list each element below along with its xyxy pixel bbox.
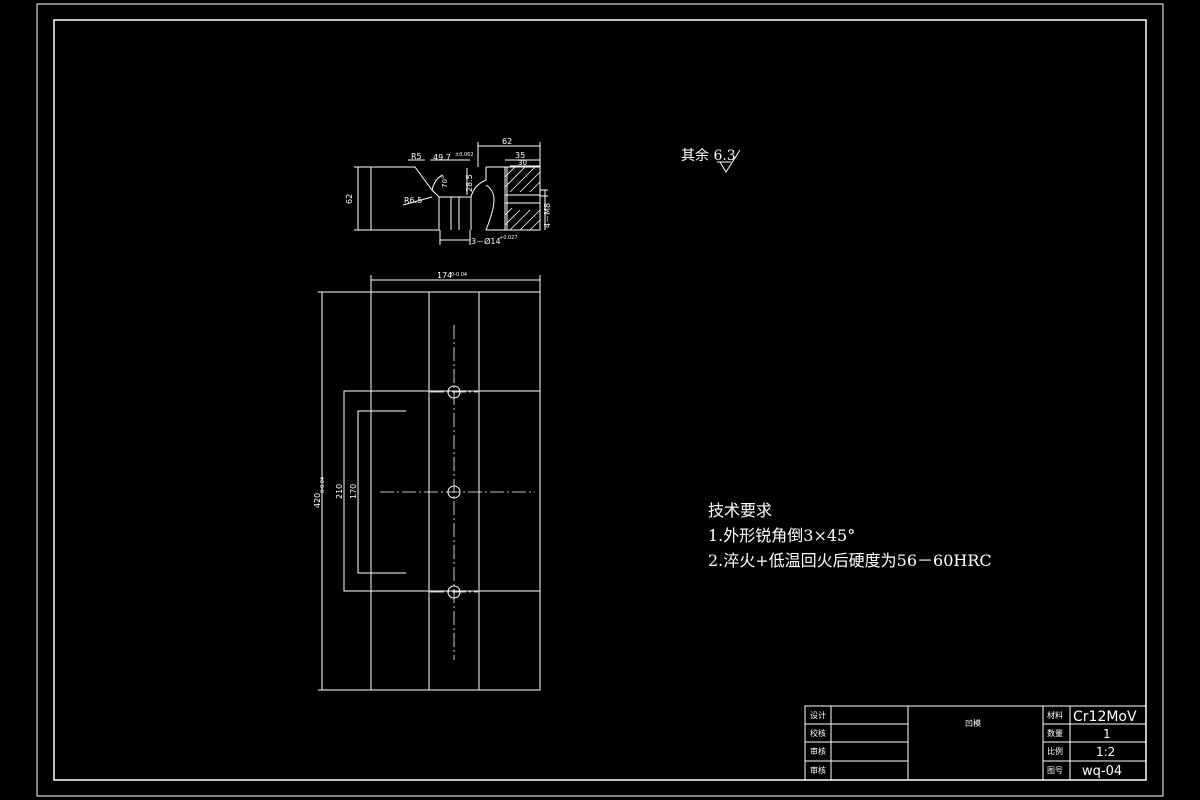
dim-height-tol: 0-0.04 (320, 477, 326, 493)
section-view-dimension-texts: R5 49.7 ±0.062 R6.5 62 62 35 30 28.5 70°… (345, 137, 552, 246)
tb-label-quantity: 数量 (1047, 728, 1063, 738)
tb-label-material: 材料 (1047, 710, 1063, 720)
surface-roughness-note: 其余 6.3 (681, 145, 736, 165)
roughness-symbol (717, 149, 741, 173)
dim-h62: 62 (345, 194, 354, 204)
plan-view-dimension-texts: 174 0-0.04 420 0-0.04 210 170 (313, 271, 467, 508)
dim-r5: R5 (411, 152, 422, 161)
title-block-texts: 设计 校核 审核 审核 凹模 材料 数量 比例 图号 Cr12MoV 1 1:2… (810, 709, 1137, 779)
dim-width: 174 (437, 271, 452, 280)
tb-label-scale: 比例 (1047, 746, 1063, 756)
dim-49-7: 49.7 (433, 153, 451, 162)
dim-28-5: 28.5 (465, 174, 474, 192)
tech-item-2: 2.淬火+低温回火后硬度为56－60HRC (708, 551, 992, 570)
dim-w30: 30 (518, 159, 527, 167)
technical-requirements: 技术要求 1.外形锐角倒3×45° 2.淬火+低温回火后硬度为56－60HRC (708, 498, 992, 573)
dim-holes: 3－Ø14 (471, 236, 501, 246)
dim-r6-5: R6.5 (404, 196, 422, 205)
tb-label-drawing-no: 图号 (1047, 766, 1063, 775)
tb-value-drawing-no: wq-04 (1082, 764, 1122, 779)
tb-label-review: 审核 (810, 746, 826, 756)
title-block (804, 705, 1147, 781)
dim-70-angle: 70° (441, 176, 449, 188)
dim-210: 210 (335, 484, 344, 499)
dim-thread: 4－M8 (543, 203, 552, 228)
dim-49-7-tol: ±0.062 (455, 152, 474, 158)
roughness-label: 其余 (681, 148, 709, 164)
sheet-border (36, 3, 1164, 797)
tb-value-scale: 1:2 (1096, 745, 1115, 759)
tb-label-approve: 审核 (810, 765, 826, 775)
drawing-frame (53, 19, 1147, 781)
dim-height: 420 (313, 493, 322, 508)
tb-label-check: 校核 (810, 728, 826, 738)
section-view (354, 142, 548, 245)
dim-holes-tol: +0.027 (499, 235, 518, 241)
tb-label-design: 设计 (810, 710, 826, 720)
tb-value-quantity: 1 (1103, 727, 1111, 741)
plan-view (318, 275, 541, 691)
dim-170: 170 (349, 484, 358, 499)
tb-part-name: 凹模 (965, 718, 981, 728)
tech-item-1: 1.外形锐角倒3×45° (708, 526, 856, 545)
dim-width-tol: 0-0.04 (451, 272, 467, 278)
tb-value-material: Cr12MoV (1073, 709, 1137, 725)
plan-view-center-lines (380, 325, 535, 660)
dim-w62: 62 (502, 137, 512, 146)
dim-w35: 35 (515, 151, 525, 160)
tech-title: 技术要求 (708, 501, 773, 520)
roughness-value: 6.3 (713, 148, 736, 164)
